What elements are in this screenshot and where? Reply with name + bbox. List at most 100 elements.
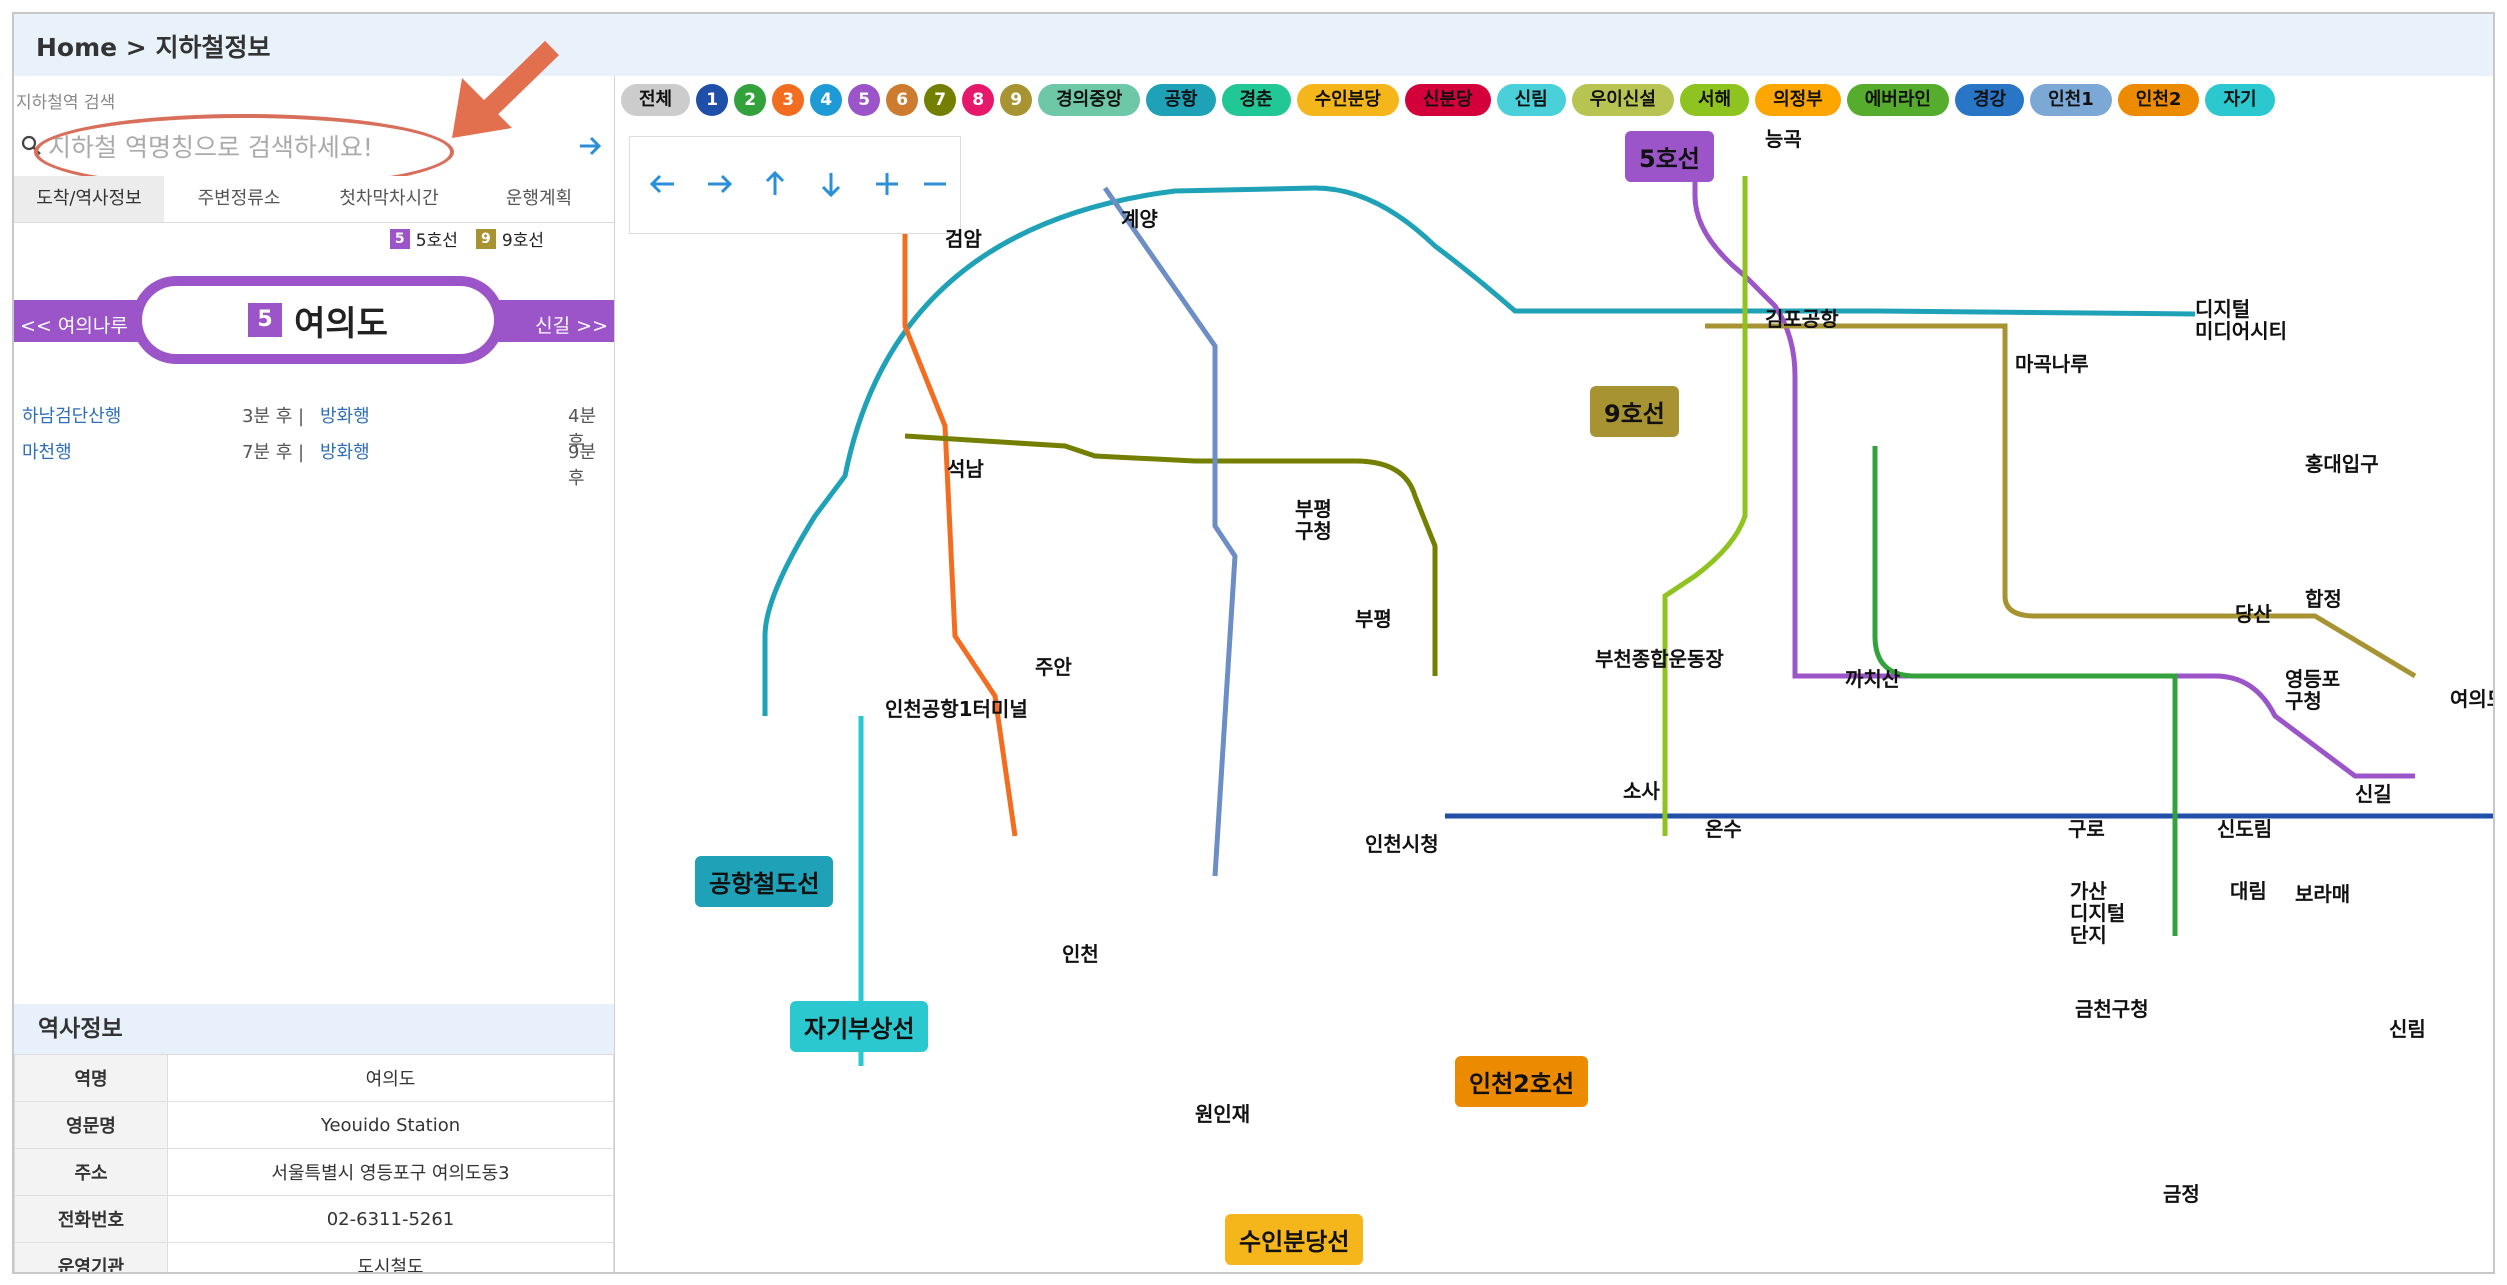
line-filter-gyeongchun[interactable]: 경춘 (1221, 84, 1291, 116)
tab-arrival-info[interactable]: 도착/역사정보 (14, 176, 164, 222)
current-station-pill: 5 여의도 (132, 276, 504, 364)
line-filter-suin[interactable]: 수인분당 (1296, 84, 1399, 116)
station-gimpo[interactable]: 김포공항 (1765, 307, 1839, 331)
prev-station-link[interactable]: << 여의나루 (20, 315, 128, 337)
arrival-row: 마천행 7분 후 | 방화행 9분 후 (22, 442, 597, 489)
station-sillim[interactable]: 신림 (2389, 1017, 2426, 1041)
pan-left-icon[interactable] (646, 167, 680, 201)
station-daerim[interactable]: 대림 (2230, 879, 2267, 903)
line-filter-2[interactable]: 2 (734, 84, 767, 116)
station-incheon[interactable]: 인천 (1062, 942, 1099, 966)
station-boramae[interactable]: 보라매 (2295, 882, 2350, 906)
line-filter-airport[interactable]: 공항 (1146, 84, 1216, 116)
station-geomam[interactable]: 검암 (945, 227, 982, 251)
next-station-link[interactable]: 신길 >> (535, 315, 608, 337)
line-filter-everline[interactable]: 에버라인 (1846, 84, 1949, 116)
station-hongik[interactable]: 홍대입구 (2305, 452, 2379, 476)
legend-line5[interactable]: 5 5호선 (389, 226, 458, 251)
station-neunggok[interactable]: 능곡 (1765, 127, 1802, 151)
search-input[interactable] (46, 126, 520, 168)
station-guro[interactable]: 구로 (2068, 817, 2105, 841)
legend-line9[interactable]: 9 9호선 (475, 226, 544, 251)
subway-map[interactable]: 전체 1 2 3 4 5 6 7 8 9 경의중앙 공항 경춘 수인분당 신분당… (615, 76, 2495, 1272)
station-geumjeong[interactable]: 금정 (2163, 1182, 2200, 1206)
zoom-in-icon[interactable] (870, 167, 904, 201)
line-filter-7[interactable]: 7 (924, 84, 957, 116)
line-filter-gyeonggang[interactable]: 경강 (1955, 84, 2025, 116)
line-filter-sinbundang[interactable]: 신분당 (1404, 84, 1491, 116)
left-panel: 지하철역 검색 도착/역사정보 주변정류소 첫차막차시간 운행계획 (14, 40, 615, 1272)
station-seoknam[interactable]: 석남 (947, 457, 984, 481)
line-filter-3[interactable]: 3 (772, 84, 805, 116)
station-selector: << 여의나루 신길 >> 5 여의도 (14, 276, 614, 366)
map-tag-suin[interactable]: 수인분당선 (1225, 1214, 1364, 1265)
line-filter-incheon2[interactable]: 인천2 (2117, 84, 2200, 116)
line-filter-uijeongbu[interactable]: 의정부 (1755, 84, 1841, 116)
station-yeouido[interactable]: 여의도 (2450, 687, 2495, 711)
station-juan[interactable]: 주안 (1035, 655, 1072, 679)
tab-first-last[interactable]: 첫차막차시간 (314, 176, 464, 222)
station-dangsan[interactable]: 당산 (2235, 602, 2272, 626)
map-tag-line9[interactable]: 9호선 (1590, 386, 1679, 437)
station-name: 여의도 (294, 303, 388, 344)
line-filter-8[interactable]: 8 (962, 84, 995, 116)
pan-right-icon[interactable] (702, 167, 736, 201)
line-filter-all[interactable]: 전체 (621, 84, 691, 116)
map-tag-line5[interactable]: 5호선 (1625, 131, 1714, 182)
station-magongnaru[interactable]: 마곡나루 (2015, 352, 2089, 376)
line-filter-9[interactable]: 9 (1000, 84, 1033, 116)
station-geumcheon[interactable]: 금천구청 (2075, 997, 2149, 1021)
station-gyeyang[interactable]: 계양 (1121, 207, 1158, 231)
map-tag-maglev[interactable]: 자기부상선 (790, 1001, 929, 1052)
zoom-out-icon[interactable] (918, 167, 952, 201)
station-bupyeong[interactable]: 부평 (1355, 607, 1392, 631)
map-tag-airport[interactable]: 공항철도선 (695, 856, 834, 907)
station-hapjeong[interactable]: 합정 (2305, 587, 2342, 611)
pan-up-icon[interactable] (758, 167, 792, 201)
tab-nearby-stops[interactable]: 주변정류소 (164, 176, 314, 222)
line-filter-maglev[interactable]: 자기 (2205, 84, 2275, 116)
station-kkachisan[interactable]: 까치산 (1845, 667, 1901, 691)
line-legend: 5 5호선 9 9호선 (389, 226, 544, 251)
breadcrumb[interactable]: Home > 지하철정보 (36, 33, 271, 62)
map-tag-incheon2[interactable]: 인천2호선 (1455, 1056, 1589, 1107)
header-bar: Home > 지하철정보 (14, 14, 2493, 77)
line-filter-1[interactable]: 1 (696, 84, 729, 116)
search-icon (21, 135, 41, 155)
arrival-list: 하남검단산행 3분 후 | 방화행 4분 후 마천행 7분 후 | 방화행 9분… (22, 402, 612, 489)
station-incheoncity[interactable]: 인천시청 (1365, 832, 1439, 856)
station-sindorim[interactable]: 신도림 (2217, 817, 2272, 841)
station-incheonairport1[interactable]: 인천공항1터미널 (885, 697, 1028, 721)
line-filter-5[interactable]: 5 (848, 84, 881, 116)
line-filter-incheon1[interactable]: 인천1 (2030, 84, 2112, 116)
station-singil[interactable]: 신길 (2355, 782, 2392, 806)
arrow-right-icon[interactable] (576, 132, 604, 160)
station-bucheon[interactable]: 부천종합운동장 (1595, 647, 1724, 671)
line-filter-sillim[interactable]: 신림 (1496, 84, 1566, 116)
station-woninjae[interactable]: 원인재 (1195, 1102, 1250, 1126)
station-onsu[interactable]: 온수 (1705, 817, 1742, 841)
line-filter-bar: 전체 1 2 3 4 5 6 7 8 9 경의중앙 공항 경춘 수인분당 신분당… (621, 84, 2275, 118)
line-filter-ui[interactable]: 우이신설 (1571, 84, 1674, 116)
pan-down-icon[interactable] (814, 167, 848, 201)
station-info-title: 역사정보 (14, 1004, 614, 1054)
line-filter-seohae[interactable]: 서해 (1679, 84, 1750, 116)
station-sosa[interactable]: 소사 (1623, 779, 1660, 803)
line-filter-4[interactable]: 4 (810, 84, 843, 116)
line-filter-6[interactable]: 6 (886, 84, 919, 116)
tab-schedule[interactable]: 운행계획 (464, 176, 614, 222)
line-number-badge: 5 (248, 303, 283, 337)
line-filter-gyeongui[interactable]: 경의중앙 (1038, 84, 1141, 116)
search-box (16, 118, 612, 176)
